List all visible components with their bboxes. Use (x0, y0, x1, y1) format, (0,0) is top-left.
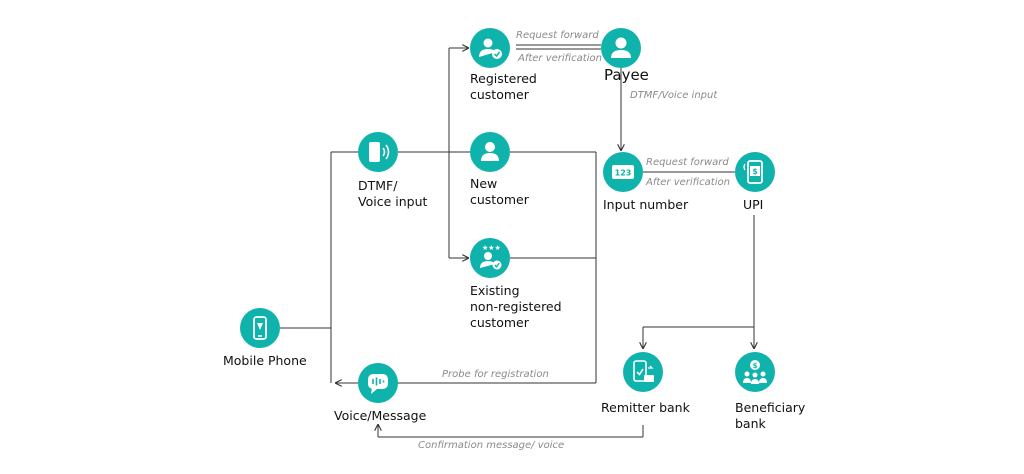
edge-label-probe-registration: Probe for registration (442, 369, 549, 380)
registered-label-line2: customer (470, 87, 529, 102)
dtmf-voice-label: DTMF/ Voice input (358, 178, 427, 210)
phone-voice-icon (369, 142, 390, 162)
new-customer-label-line2: customer (470, 192, 529, 207)
remitter-bank-node (623, 352, 663, 392)
rated-user-icon: ★★★ (480, 244, 502, 270)
number-pad-icon: 123 (612, 165, 634, 179)
dtmf-voice-label-line2: Voice input (358, 194, 428, 209)
svg-text:★★★: ★★★ (482, 244, 501, 252)
existing-customer-node: ★★★ (470, 238, 510, 278)
registered-user-icon (479, 38, 502, 59)
existing-customer-label: Existing non-registered customer (470, 283, 562, 331)
mobile-phone-icon (253, 316, 267, 340)
user-icon (481, 142, 499, 161)
upi-node: $ (735, 152, 775, 192)
input-number-label: Input number (603, 197, 689, 212)
voice-message-label: Voice/Message (334, 408, 427, 423)
payee-user-icon (611, 37, 631, 58)
beneficiary-label-line2: bank (735, 416, 766, 431)
edge-label-request-forward-mid: Request forward (646, 157, 729, 168)
registered-customer-label: Registered customer (470, 71, 537, 103)
beneficiary-bank-label: Beneficiary bank (735, 400, 805, 432)
mobile-phone-node (240, 308, 280, 348)
input-number-node: 123 (603, 152, 643, 192)
dtmf-voice-node (358, 132, 398, 172)
svg-text:123: 123 (615, 169, 632, 178)
existing-label-line2: non-registered (470, 299, 562, 314)
registered-label-line1: Registered (470, 71, 537, 86)
svg-text:$: $ (752, 167, 758, 176)
new-customer-label-line1: New (470, 176, 498, 191)
upi-label: UPI (743, 197, 764, 212)
voice-message-icon (368, 374, 388, 394)
remitter-bank-label: Remitter bank (601, 400, 690, 415)
voice-message-node (358, 363, 398, 403)
upi-mobile-payment-icon: $ (743, 160, 763, 184)
edge-label-confirmation: Confirmation message/ voice (418, 440, 565, 451)
payee-node (601, 28, 641, 68)
remitter-bank-icon (633, 360, 654, 382)
existing-label-line1: Existing (470, 283, 520, 298)
edge-label-dtmf-voice-input: DTMF/Voice input (630, 90, 718, 101)
beneficiary-label-line1: Beneficiary (735, 400, 806, 415)
edge-label-after-verification-mid: After verification (646, 177, 730, 188)
new-customer-node (470, 132, 510, 172)
mobile-phone-label: Mobile Phone (223, 353, 307, 368)
beneficiary-bank-node: $ (735, 352, 775, 392)
new-customer-label: New customer (470, 176, 529, 208)
edge-label-after-verification-top: After verification (518, 53, 602, 64)
beneficiary-bank-icon: $ (743, 360, 767, 384)
edge-label-request-forward-top: Request forward (516, 30, 599, 41)
svg-text:$: $ (753, 362, 758, 370)
payee-label: Payee (604, 66, 649, 84)
dtmf-voice-label-line1: DTMF/ (358, 178, 398, 193)
existing-label-line3: customer (470, 315, 529, 330)
registered-customer-node (470, 28, 510, 68)
